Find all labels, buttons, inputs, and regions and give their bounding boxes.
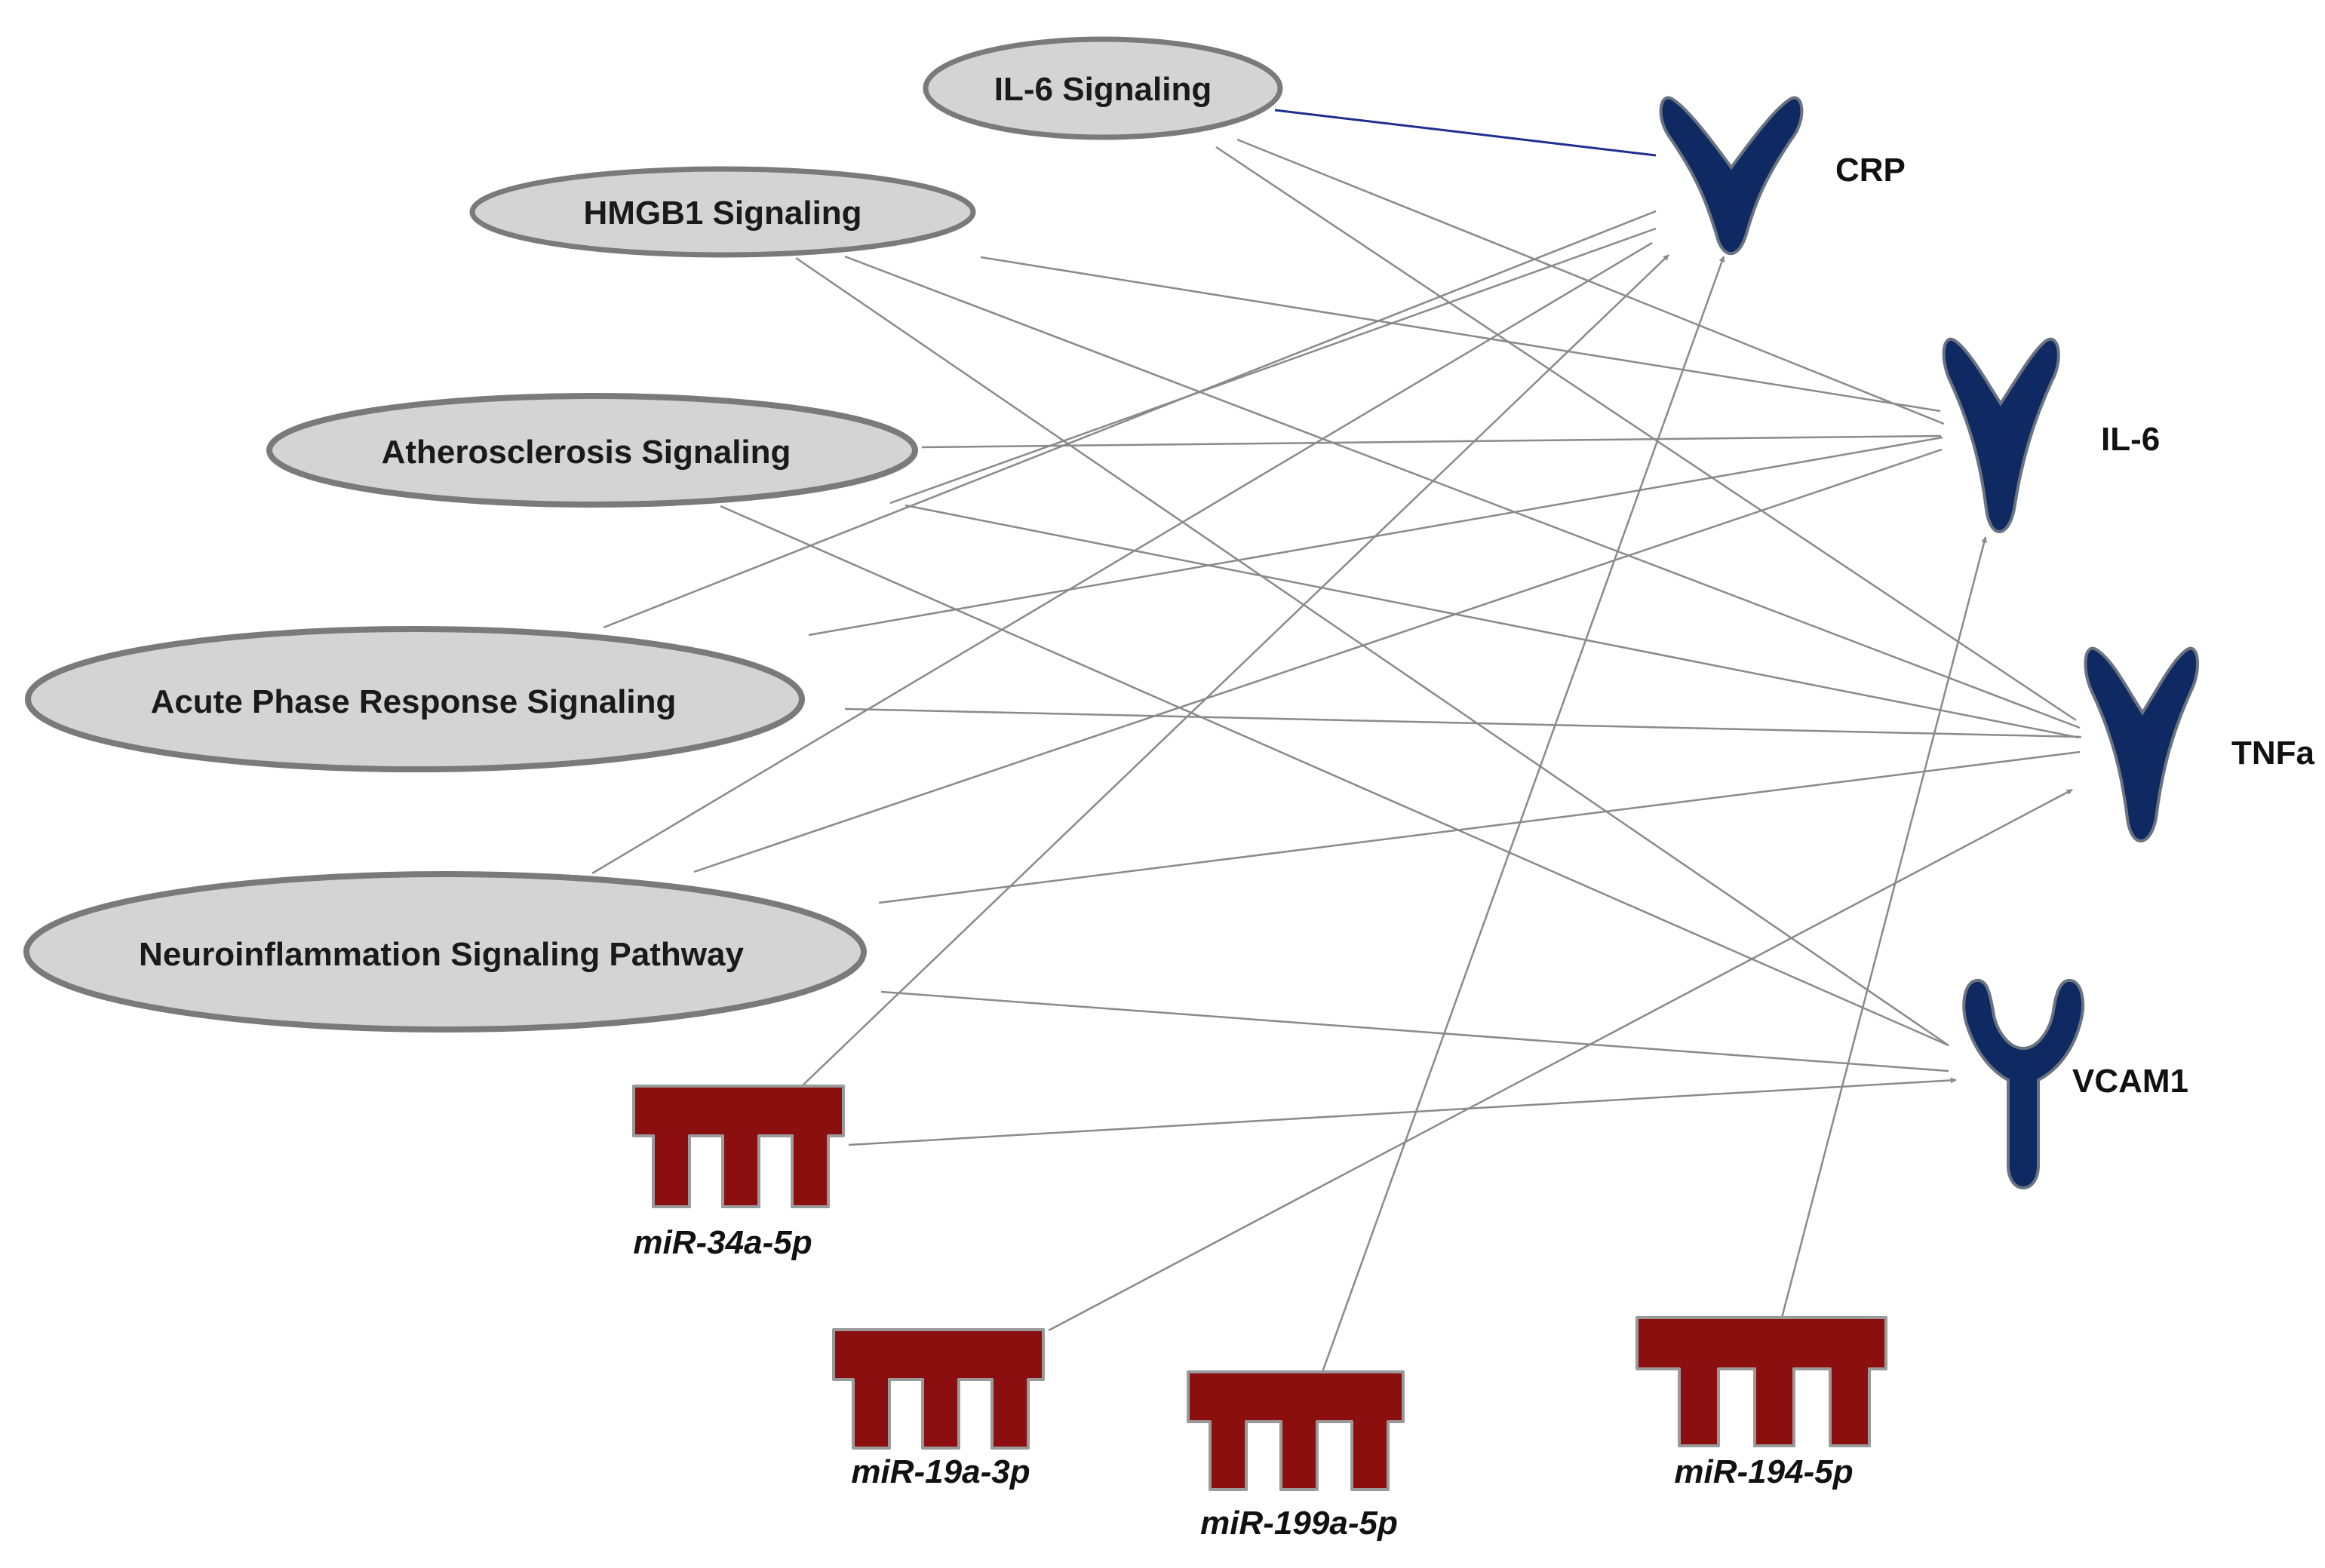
receptor-icon: [1659, 96, 1804, 256]
pathway-node-acute-phase-response-signaling[interactable]: Acute Phase Response Signaling: [25, 626, 805, 772]
receptor-node-crp[interactable]: CRP: [1659, 96, 1906, 256]
edge-p-il6-to-r-tnfa: [1215, 146, 2077, 722]
edge-p-hmgb1-to-r-vcam1: [795, 256, 1949, 1047]
pathway-label: Neuroinflammation Signaling Pathway: [139, 936, 744, 973]
receptor-label: CRP: [1835, 152, 1906, 189]
edge-p-il6-to-r-crp: [1274, 109, 1657, 157]
mirna-layer: miR-34a-5p miR-19a-3p miR-199a-5p miR-19…: [632, 1085, 1887, 1542]
mirna-node-mir-34a-5p[interactable]: miR-34a-5p: [632, 1085, 845, 1261]
microrna-icon: [1187, 1370, 1405, 1491]
receptor-label: VCAM1: [2072, 1063, 2188, 1100]
receptor-label: TNFa: [2231, 735, 2315, 772]
edges-layer: [591, 109, 2082, 1373]
edge-m-19a-to-r-tnfa: [1048, 788, 2073, 1332]
microrna-icon: [832, 1328, 1045, 1450]
mirna-node-mir-194-5p[interactable]: miR-194-5p: [1635, 1316, 1887, 1490]
edge-m-34a-to-r-vcam1: [848, 1077, 1957, 1146]
pathway-label: Acute Phase Response Signaling: [151, 683, 677, 720]
adhesion-receptor-icon: [1962, 978, 2085, 1189]
microrna-icon: [632, 1085, 845, 1208]
receptor-node-vcam1[interactable]: VCAM1: [1962, 978, 2188, 1189]
edge-p-ath-to-r-vcam1: [720, 505, 1949, 1047]
mirna-label: miR-194-5p: [1674, 1453, 1853, 1490]
receptors-layer: CRP IL-6 TNFa VCAM1: [1659, 96, 2315, 1189]
pathway-label: Atherosclerosis Signaling: [382, 434, 791, 471]
edge-p-hmgb1-to-r-il6: [980, 256, 1941, 413]
edge-m-194-to-r-il6: [1780, 536, 1988, 1318]
pathway-node-il6-signaling[interactable]: IL-6 Signaling: [923, 36, 1283, 140]
edge-p-neuro-to-r-tnfa: [878, 750, 2081, 904]
edge-p-il6-to-r-il6: [1236, 138, 1945, 425]
mirna-label: miR-199a-5p: [1200, 1505, 1398, 1542]
edge-m-199a-to-r-crp: [1321, 256, 1725, 1373]
edge-p-neuro-to-r-il6: [693, 448, 1943, 873]
pathway-node-atherosclerosis-signaling[interactable]: Atherosclerosis Signaling: [266, 393, 918, 508]
edge-p-apr-to-r-tnfa: [844, 707, 2082, 738]
microrna-icon: [1635, 1316, 1887, 1447]
edge-m-34a-to-r-crp: [801, 254, 1669, 1087]
mirna-label: miR-34a-5p: [633, 1224, 812, 1261]
edge-p-ath-to-r-il6: [921, 434, 1942, 449]
receptor-label: IL-6: [2101, 421, 2160, 458]
pathway-node-hmgb1-signaling[interactable]: HMGB1 Signaling: [469, 166, 976, 258]
mirna-node-mir-199a-5p[interactable]: miR-199a-5p: [1187, 1370, 1405, 1542]
pathways-layer: IL-6 Signaling HMGB1 Signaling Atheroscl…: [23, 36, 1283, 1033]
edge-p-hmgb1-to-r-tnfa: [844, 255, 2081, 729]
edge-p-neuro-to-r-crp: [591, 241, 1653, 875]
mirna-label: miR-19a-3p: [851, 1453, 1030, 1490]
edge-p-ath-to-r-crp: [889, 227, 1657, 505]
mirna-node-mir-19a-3p[interactable]: miR-19a-3p: [832, 1328, 1045, 1490]
edge-p-apr-to-r-crp: [603, 210, 1657, 629]
receptor-icon: [2084, 646, 2200, 842]
pathway-node-neuroinflammation-signaling-pathway[interactable]: Neuroinflammation Signaling Pathway: [23, 871, 867, 1033]
pathway-label: IL-6 Signaling: [994, 71, 1212, 108]
receptor-node-il6[interactable]: IL-6: [1942, 337, 2161, 533]
edge-p-ath-to-r-tnfa: [905, 504, 2080, 739]
pathway-label: HMGB1 Signaling: [583, 195, 862, 232]
receptor-icon: [1942, 337, 2060, 533]
receptor-node-tnfa[interactable]: TNFa: [2084, 646, 2315, 842]
edge-p-neuro-to-r-vcam1: [880, 990, 1949, 1072]
